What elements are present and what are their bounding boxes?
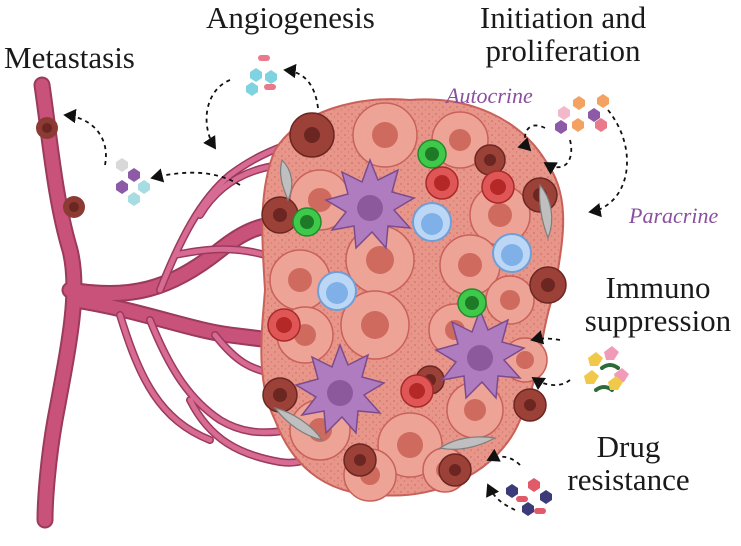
label-immunosuppression: Immuno suppression: [583, 270, 733, 338]
label-initiation: Initiation and proliferation: [458, 0, 668, 68]
label-paracrine: Paracrine: [629, 203, 719, 228]
label-drug-line2: resistance: [567, 461, 690, 497]
blood-vessel: [33, 76, 324, 529]
label-metastasis: Metastasis: [4, 40, 135, 75]
label-drug-resistance: Drug resistance: [556, 429, 701, 497]
label-immuno-line2: suppression: [584, 302, 732, 338]
label-angiogenesis: Angiogenesis: [206, 0, 375, 35]
label-immuno-line1: Immuno: [605, 270, 711, 305]
fibroblast: [273, 158, 553, 450]
metastatic-cell: [36, 117, 85, 218]
label-autocrine: Autocrine: [446, 83, 533, 108]
tumor-nucleus: [288, 122, 534, 485]
red-cell: [267, 166, 515, 408]
metastatic-factor: [116, 158, 150, 206]
macrophage: [294, 157, 526, 435]
drug-molecule: [506, 478, 552, 516]
angiogenic-factor: [246, 55, 277, 96]
dashed-arrow: [63, 63, 628, 511]
label-drug-line1: Drug: [596, 429, 661, 464]
immunosuppressive-factor: [584, 346, 629, 392]
cytokine: [555, 94, 609, 134]
label-initiation-line2: proliferation: [485, 32, 641, 68]
t-cell-green: [292, 139, 487, 318]
label-initiation-line1: Initiation and: [479, 0, 647, 35]
t-cell-blue: [317, 202, 532, 311]
